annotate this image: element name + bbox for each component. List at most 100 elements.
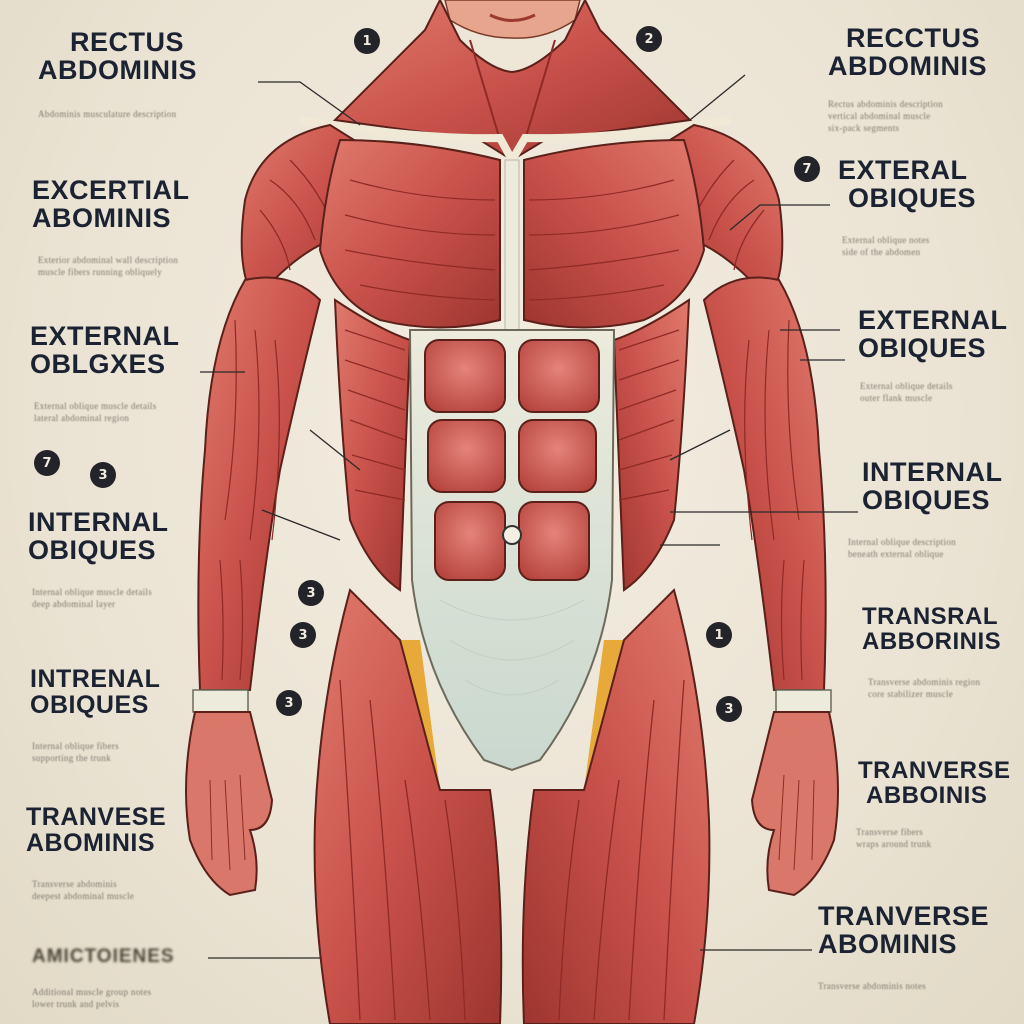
desc-line: External oblique details <box>860 381 953 391</box>
desc-line: Additional muscle group notes <box>32 987 152 997</box>
desc-line: side of the abdomen <box>842 247 921 257</box>
oblique-right <box>612 298 691 592</box>
wrist-right <box>775 689 832 713</box>
label-line2: OBIQUES <box>848 183 977 214</box>
label-line2: ABOMINIS <box>818 929 957 960</box>
desc-line: Rectus abdominis description <box>828 99 943 109</box>
label-right-3-desc: External oblique details outer flank mus… <box>860 380 953 404</box>
oblique-left <box>333 298 412 592</box>
label-line1: EXCERTIAL <box>32 175 190 205</box>
label-line2: OBLGXES <box>30 349 166 380</box>
label-line1: TRANVERSE <box>858 757 1011 784</box>
label-right-1-desc: Rectus abdominis description vertical ab… <box>828 98 943 134</box>
label-line2: OBIQUES <box>30 691 149 720</box>
label-line1: INTERNAL <box>862 457 1003 487</box>
thigh-left <box>313 588 503 1024</box>
label-left-1-desc: Abdominis musculature description <box>38 109 177 119</box>
label-line1: INTERNAL <box>28 507 169 537</box>
pectoral-left <box>318 138 501 329</box>
marker-badge: 3 <box>298 580 324 606</box>
label-right-5-desc: Transverse abdominis region core stabili… <box>868 676 980 700</box>
sternum <box>504 159 520 331</box>
marker-badge: 7 <box>794 156 820 182</box>
label-line2: OBIQUES <box>28 535 157 566</box>
label-right-5: TRANSRAL ABBORINIS <box>862 603 1002 656</box>
desc-line: Transverse abdominis region <box>868 677 981 687</box>
label-left-1: RECTUS ABDOMINIS <box>38 28 197 85</box>
label-left-4: INTERNAL OBIQUES <box>28 508 169 565</box>
thigh-right <box>521 588 711 1024</box>
desc-line: External oblique muscle details <box>34 401 157 411</box>
label-left-6-desc: Transverse abdominis deepest abdominal m… <box>32 878 134 902</box>
marker-badge: 3 <box>716 696 742 722</box>
desc-line: Internal oblique fibers <box>32 741 119 751</box>
label-left-5-desc: Internal oblique fibers supporting the t… <box>32 740 119 764</box>
label-right-4-desc: Internal oblique description beneath ext… <box>848 536 956 560</box>
marker-badge: 1 <box>354 28 380 54</box>
desc-line: lower trunk and pelvis <box>32 999 120 1009</box>
head <box>444 0 581 39</box>
rectus-abdominis-segments <box>424 339 600 581</box>
label-left-5: INTRENAL OBIQUES <box>30 666 160 719</box>
desc-line: Internal oblique description <box>848 537 956 547</box>
hand-right <box>750 711 839 897</box>
marker-badge: 7 <box>34 450 60 476</box>
label-line2: ABOMINIS <box>26 829 155 858</box>
label-line2: ABOMINIS <box>32 203 171 234</box>
desc-line: Transverse fibers <box>856 827 924 837</box>
label-line1: EXTERNAL <box>858 305 1008 335</box>
label-right-7: TRANVERSE ABOMINIS <box>818 902 989 959</box>
label-line2: ABBOINIS <box>866 782 988 810</box>
label-right-3: EXTERNAL OBIQUES <box>858 306 1008 363</box>
desc-line: beneath external oblique <box>848 549 944 559</box>
desc-line: deepest abdominal muscle <box>32 891 135 901</box>
label-line1: TRANVERSE <box>818 901 990 931</box>
label-line2: ABBORINIS <box>862 628 1002 656</box>
label-line1: EXTERNAL <box>30 321 180 351</box>
label-line2: OBIQUES <box>862 485 991 516</box>
label-right-2: EXTERAL OBIQUES <box>838 156 976 213</box>
desc-line: outer flank muscle <box>860 393 933 403</box>
marker-badge: 3 <box>290 622 316 648</box>
desc-line: Exterior abdominal wall description <box>38 255 179 265</box>
desc-line: vertical abdominal muscle <box>828 111 931 121</box>
label-left-3-desc: External oblique muscle details lateral … <box>34 400 157 424</box>
desc-line: supporting the trunk <box>32 753 111 763</box>
label-left-2-desc: Exterior abdominal wall description musc… <box>38 254 178 278</box>
label-line1: INTRENAL <box>30 665 161 693</box>
label-left-3: EXTERNAL OBLGXES <box>30 322 180 379</box>
label-line1: TRANVESE <box>26 803 167 831</box>
label-right-6-desc: Transverse fibers wraps around trunk <box>856 826 931 850</box>
label-line1: RECCTUS <box>846 23 981 53</box>
label-line1: EXTERAL <box>838 155 968 185</box>
label-line2: OBIQUES <box>858 333 987 364</box>
label-right-7-desc: Transverse abdominis notes <box>818 981 926 991</box>
label-left-6: TRANVESE ABOMINIS <box>26 804 166 857</box>
desc-line: Internal oblique muscle details <box>32 587 153 597</box>
arm-left <box>197 276 322 691</box>
desc-line: muscle fibers running obliquely <box>38 267 163 277</box>
hand-left <box>185 711 274 897</box>
pectoral-right <box>523 138 706 329</box>
desc-line: core stabilizer muscle <box>868 689 954 699</box>
arm-right <box>702 276 827 691</box>
desc-line: External oblique notes <box>842 235 930 245</box>
label-right-4: INTERNAL OBIQUES <box>862 458 1003 515</box>
label-right-2-desc: External oblique notes side of the abdom… <box>842 234 930 258</box>
desc-line: deep abdominal layer <box>32 599 116 609</box>
marker-badge: 3 <box>90 462 116 488</box>
label-left-4-desc: Internal oblique muscle details deep abd… <box>32 586 152 610</box>
desc-line: six-pack segments <box>828 123 900 133</box>
label-line1: TRANSRAL <box>862 603 998 630</box>
marker-badge: 2 <box>636 26 662 52</box>
desc-line: wraps around trunk <box>856 839 932 849</box>
label-left-7-desc: Additional muscle group notes lower trun… <box>32 986 151 1010</box>
marker-badge: 3 <box>276 690 302 716</box>
marker-badge: 1 <box>706 622 732 648</box>
wrist-left <box>192 689 249 713</box>
label-line2: ABDOMINIS <box>828 51 987 82</box>
leader-lines <box>200 74 858 959</box>
label-left-7: AMICTOIENES <box>32 946 175 967</box>
desc-line: Transverse abdominis <box>32 879 117 889</box>
